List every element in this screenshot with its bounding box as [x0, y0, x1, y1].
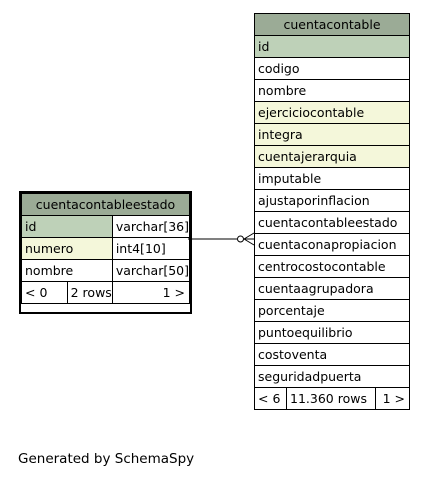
optional-circle-icon — [237, 235, 244, 243]
column-integra[interactable]: integra — [254, 123, 410, 146]
column-cuentaconapropiacion[interactable]: cuentaconapropiacion — [254, 233, 410, 256]
column-type: varchar[50] — [111, 259, 191, 282]
column-numero[interactable]: numero — [21, 237, 113, 260]
column-type: int4[10] — [111, 237, 191, 260]
column-seguridadpuerta[interactable]: seguridadpuerta — [254, 365, 410, 388]
row-count[interactable]: 11.360 rows — [286, 387, 376, 410]
column-id[interactable]: id — [254, 35, 410, 58]
column-ajustaporinflacion[interactable]: ajustaporinflacion — [254, 189, 410, 212]
column-imputable[interactable]: imputable — [254, 167, 410, 190]
row-count[interactable]: 2 rows — [66, 281, 113, 304]
column-ejerciciocontable[interactable]: ejerciciocontable — [254, 101, 410, 124]
parents-count[interactable]: < 0 — [21, 281, 68, 304]
column-puntoequilibrio[interactable]: puntoequilibrio — [254, 321, 410, 344]
generated-by-text: Generated by SchemaSpy — [18, 451, 195, 467]
column-centrocostocontable[interactable]: centrocostocontable — [254, 255, 410, 278]
table-title[interactable]: cuentacontable — [254, 13, 410, 36]
parents-count[interactable]: < 6 — [254, 387, 287, 410]
column-nombre[interactable]: nombre — [21, 259, 113, 282]
children-count[interactable]: 1 > — [111, 281, 191, 304]
children-count[interactable]: 1 > — [375, 387, 410, 410]
column-cuentajerarquia[interactable]: cuentajerarquia — [254, 145, 410, 168]
crowfoot-icon — [243, 232, 255, 240]
table-title[interactable]: cuentacontableestado — [21, 193, 190, 216]
column-cuentacontableestado[interactable]: cuentacontableestado — [254, 211, 410, 234]
